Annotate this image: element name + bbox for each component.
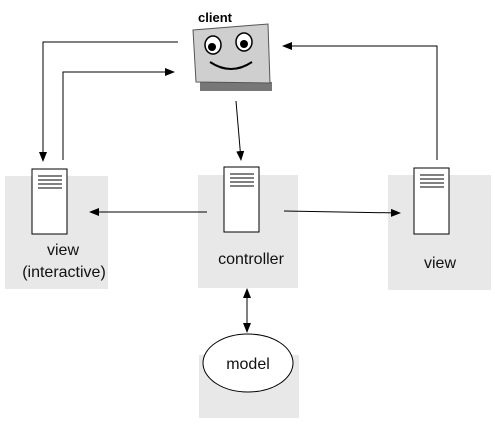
- arrow-view-interactive-to-client: [62, 68, 175, 160]
- document-icon: [31, 168, 68, 235]
- view-interactive-label-line2: (interactive): [22, 264, 106, 281]
- view-interactive-label-line1: view: [47, 242, 79, 259]
- document-icon: [223, 166, 260, 233]
- arrow-controller-to-view: [283, 208, 401, 217]
- client-label: client: [198, 10, 233, 25]
- document-icon: [413, 167, 450, 235]
- client-face-icon: [192, 23, 272, 91]
- controller-label: controller: [218, 251, 284, 268]
- arrow-client-to-view-interactive: [39, 41, 178, 162]
- view-label: view: [424, 255, 456, 272]
- model-label: model: [226, 356, 270, 373]
- model-ellipse: [202, 333, 294, 393]
- arrow-view-to-client: [282, 42, 438, 160]
- arrow-client-to-controller: [235, 100, 245, 161]
